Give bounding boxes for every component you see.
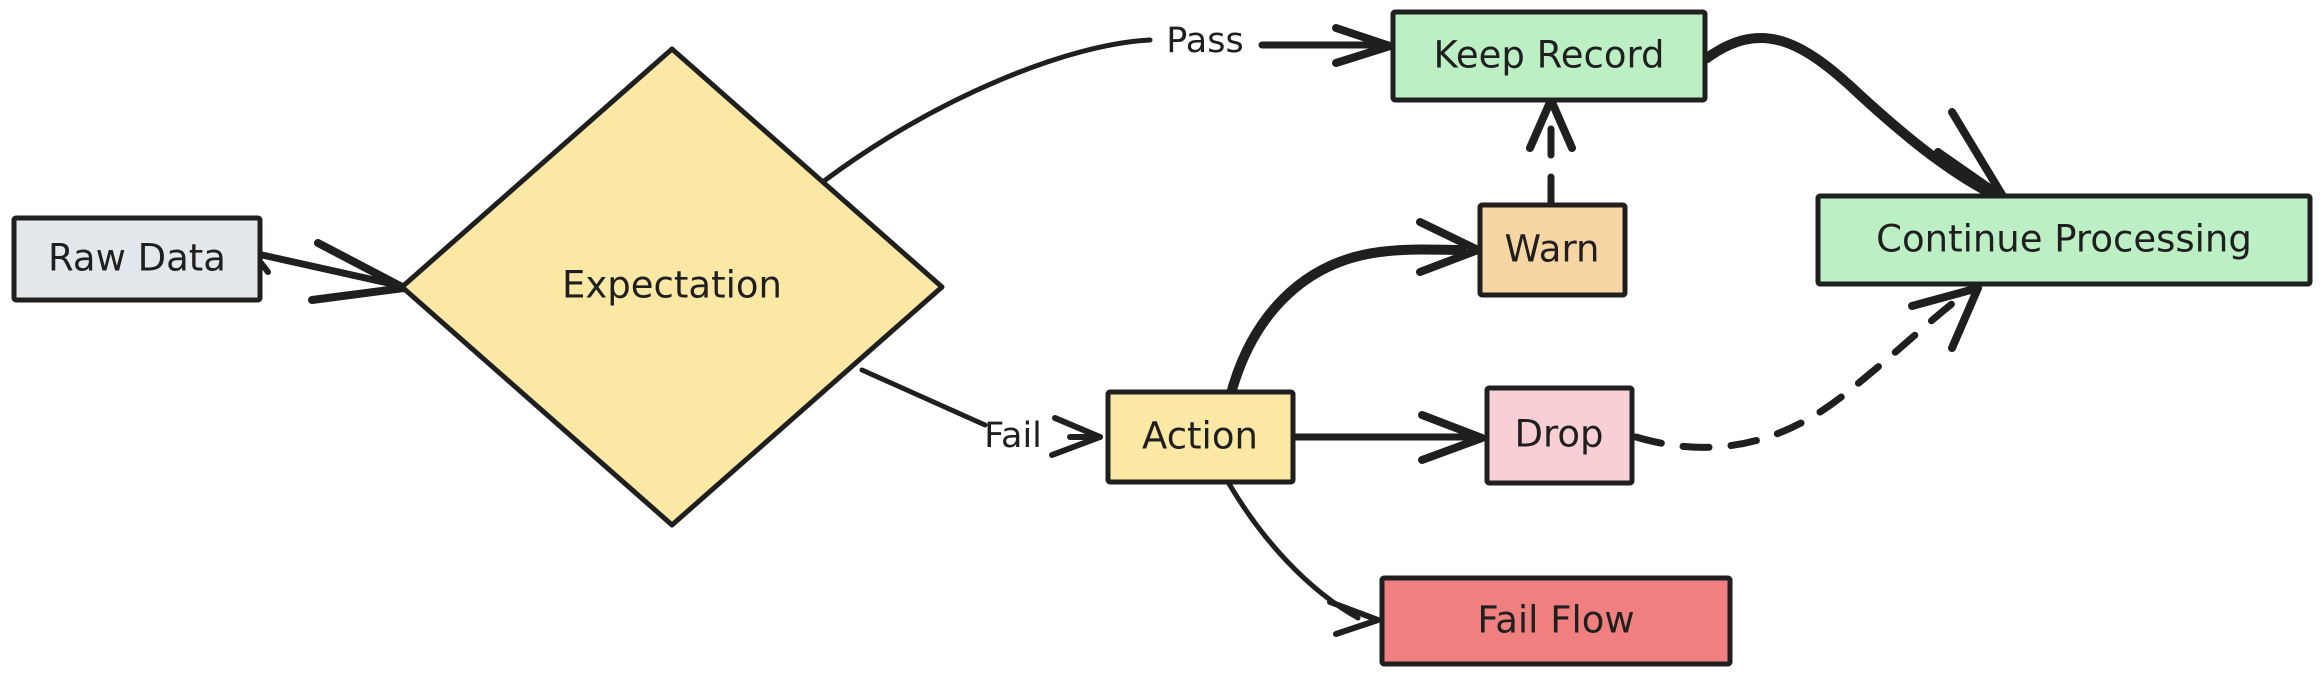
- node-keep-record[interactable]: Keep Record: [1390, 9, 1708, 103]
- edge-action-to-fail-flow: [1225, 479, 1381, 637]
- arrowhead-icon: [1418, 411, 1486, 464]
- node-shape-diamond: [399, 46, 945, 528]
- node-label-raw-data: Raw Data: [48, 237, 226, 280]
- node-shape-rect: [1105, 389, 1296, 485]
- node-continue-processing[interactable]: Continue Processing: [1815, 193, 2313, 287]
- edge-keep-record-to-continue-processing: [1702, 32, 2008, 202]
- node-shape-rect: [11, 215, 263, 303]
- node-label-expectation: Expectation: [562, 264, 782, 307]
- edge-path: [1225, 479, 1361, 621]
- edge-path: [258, 251, 410, 291]
- node-shape-rect: [1815, 193, 2313, 287]
- edge-path: [1632, 292, 1966, 451]
- node-warn[interactable]: Warn: [1477, 202, 1628, 298]
- node-label-warn: Warn: [1505, 228, 1600, 271]
- edge-raw-data-to-expectation: [251, 239, 410, 304]
- node-label-continue-processing: Continue Processing: [1876, 218, 2252, 261]
- node-expectation[interactable]: Expectation: [399, 46, 945, 528]
- arrowhead-icon: [1332, 24, 1394, 67]
- node-drop[interactable]: Drop: [1484, 385, 1635, 486]
- arrowhead-icon: [1908, 284, 1982, 352]
- edge-drop-to-continue-processing: [1632, 284, 1982, 451]
- node-label-action: Action: [1142, 415, 1258, 458]
- node-label-fail-flow: Fail Flow: [1477, 599, 1634, 642]
- node-label-drop: Drop: [1514, 413, 1603, 456]
- edge-path: [1227, 244, 1467, 395]
- node-shape-rect: [1477, 202, 1628, 298]
- edge-action-to-warn: [1227, 218, 1482, 395]
- edge-path: [821, 37, 1153, 184]
- edge-path: [859, 367, 988, 428]
- edge-label-fail: Fail: [984, 416, 1042, 456]
- node-action[interactable]: Action: [1105, 389, 1296, 485]
- node-raw-data[interactable]: Raw Data: [11, 215, 263, 303]
- arrowhead-icon: [1327, 599, 1381, 637]
- node-label-keep-record: Keep Record: [1433, 34, 1664, 77]
- node-fail-flow[interactable]: Fail Flow: [1379, 575, 1733, 667]
- edge-action-to-drop: [1291, 411, 1486, 464]
- edge-label-pass: Pass: [1166, 21, 1243, 61]
- edge-warn-to-keep-record: [1526, 96, 1576, 207]
- node-shape-rect: [1484, 385, 1635, 486]
- edge-path: [1702, 32, 2001, 201]
- edge-expectation-to-keep-record: Pass: [821, 21, 1394, 184]
- edge-expectation-to-action: Fail: [859, 367, 1103, 458]
- node-shape-rect: [1390, 9, 1708, 103]
- node-shape-rect: [1379, 575, 1733, 667]
